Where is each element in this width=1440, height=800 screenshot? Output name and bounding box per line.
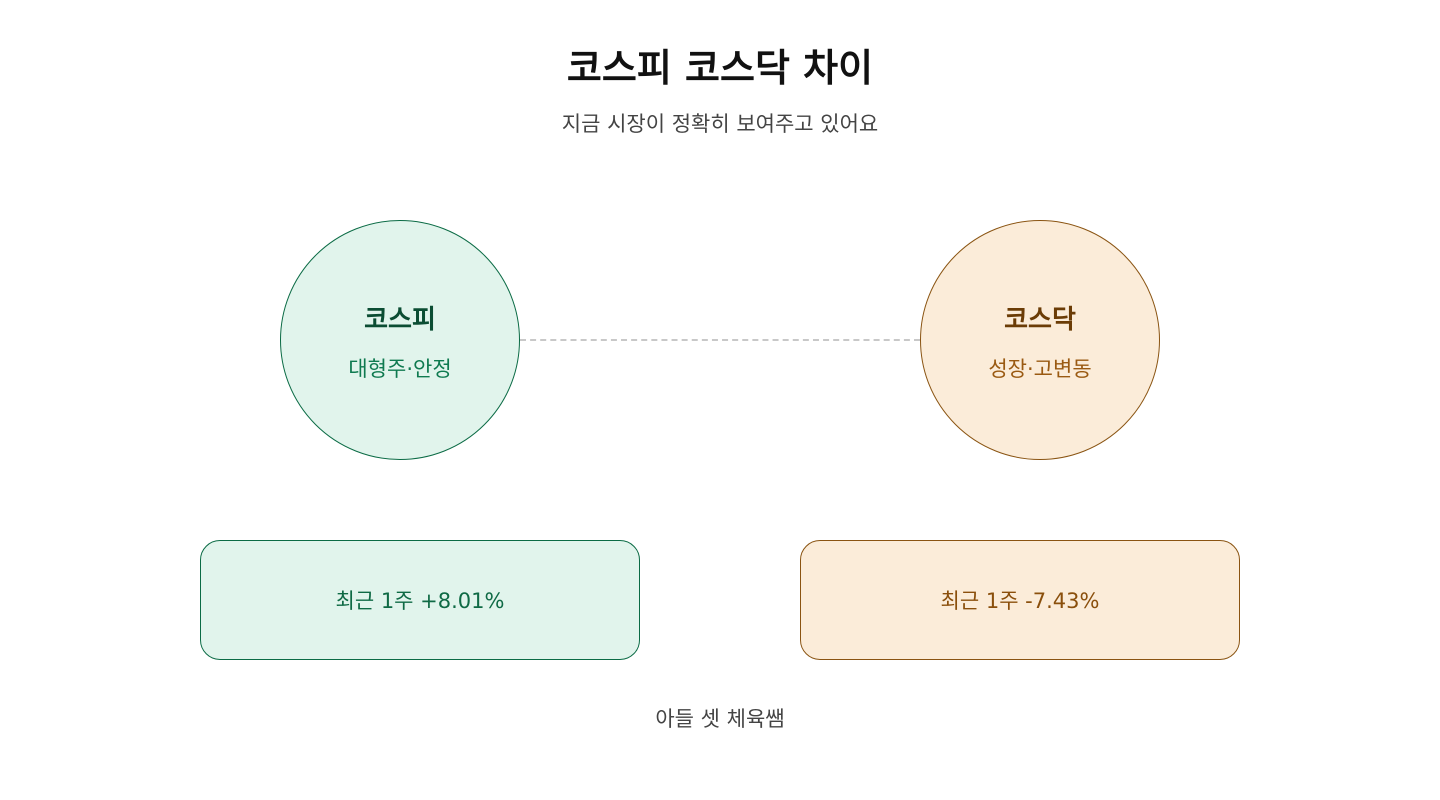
kospi-weekly-change: 최근 1주 +8.01% — [335, 589, 505, 613]
kosdaq-circle: 코스닥 성장·고변동 — [920, 220, 1160, 460]
kosdaq-weekly-change-card: 최근 1주 -7.43% — [800, 540, 1240, 660]
kosdaq-description: 성장·고변동 — [988, 357, 1092, 381]
author-credit: 아들 셋 체육쌤 — [655, 707, 785, 731]
kospi-circle: 코스피 대형주·안정 — [280, 220, 520, 460]
page-title: 코스피 코스닥 차이 — [566, 46, 874, 90]
page-subtitle: 지금 시장이 정확히 보여주고 있어요 — [561, 112, 879, 136]
kospi-description: 대형주·안정 — [348, 357, 452, 381]
kospi-name: 코스피 — [364, 305, 436, 335]
kosdaq-name: 코스닥 — [1004, 305, 1076, 335]
dashed-connector-line — [520, 339, 920, 341]
kosdaq-weekly-change: 최근 1주 -7.43% — [940, 589, 1100, 613]
kospi-weekly-change-card: 최근 1주 +8.01% — [200, 540, 640, 660]
